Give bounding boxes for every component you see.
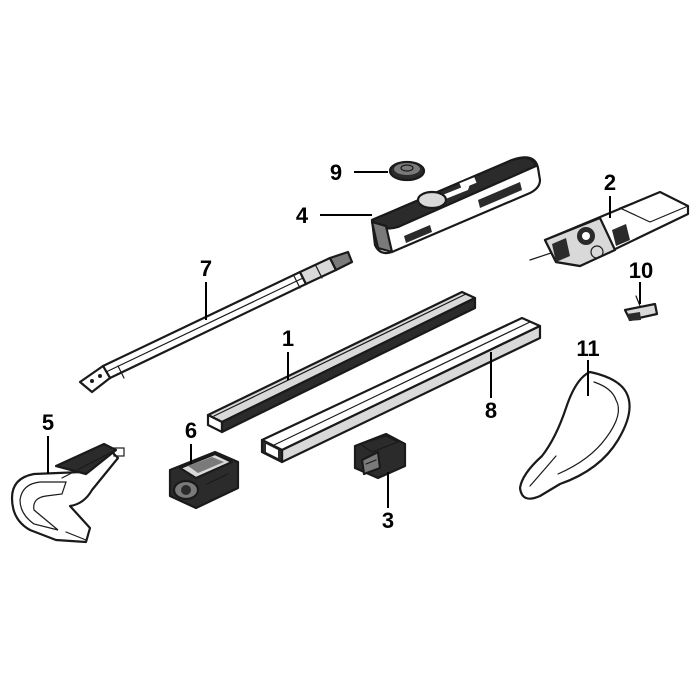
callout-10: 10 xyxy=(629,258,653,283)
part-11-cover-sleeve xyxy=(518,370,631,500)
callout-11: 11 xyxy=(576,336,599,361)
part-5-door-bracket xyxy=(10,442,125,544)
callout-8: 8 xyxy=(485,398,497,423)
part-10-clip xyxy=(623,295,659,322)
part-1-inner-rail xyxy=(206,290,477,434)
part-6-end-cap xyxy=(168,450,240,510)
part-7-telescopic-rod xyxy=(78,250,354,394)
callout-2: 2 xyxy=(604,170,616,195)
part-2-drive-unit xyxy=(529,190,690,268)
callout-3: 3 xyxy=(382,508,394,533)
callout-1: 1 xyxy=(282,326,294,351)
callout-9: 9 xyxy=(330,160,342,185)
part-8-outer-rail xyxy=(260,316,542,464)
callout-6: 6 xyxy=(185,418,197,443)
callout-4: 4 xyxy=(296,203,309,228)
part-9-grommet xyxy=(388,160,426,182)
callout-7: 7 xyxy=(200,256,212,281)
callout-5: 5 xyxy=(42,410,54,435)
part-4-handle-housing xyxy=(370,156,542,255)
part-3-slider-block xyxy=(353,432,407,480)
